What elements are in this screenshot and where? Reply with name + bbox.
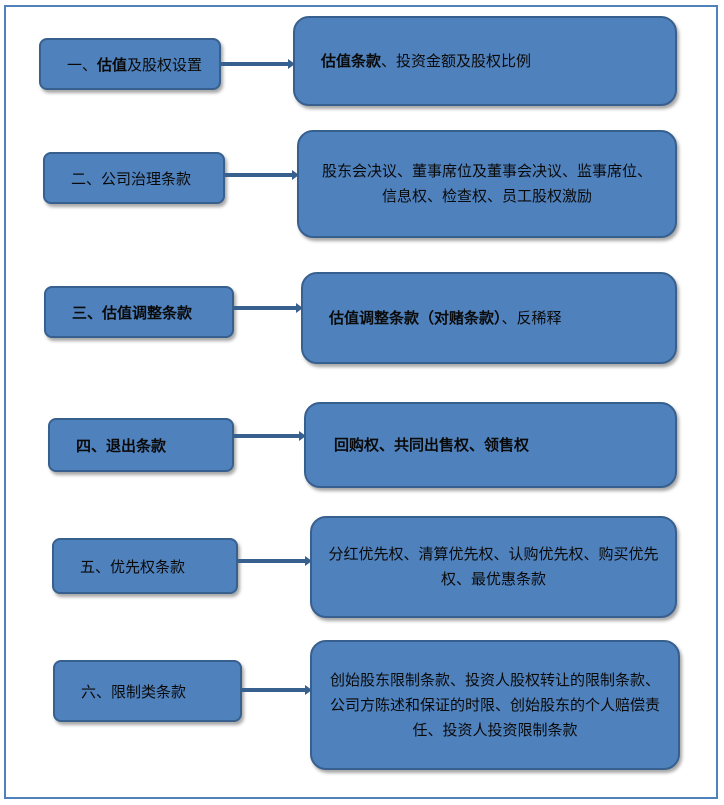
section-5-label-box: 五、优先权条款 (52, 538, 238, 594)
section-1-label-bold: 估值 (97, 55, 128, 74)
section-2-detail-box: 股东会决议、董事席位及董事会决议、监事席位、信息权、检查权、员工股权激励 (297, 130, 677, 238)
section-3-detail-rest: 、反稀释 (501, 308, 562, 327)
section-6-detail: 创始股东限制条款、投资人股权转让的限制条款、公司方陈述和保证的时限、创始股东的个… (329, 670, 660, 739)
section-1-detail-box: 估值条款、投资金额及股权比例 (293, 16, 677, 106)
section-1-detail-rest: 、投资金额及股权比例 (381, 51, 532, 70)
section-6-detail-box: 创始股东限制条款、投资人股权转让的限制条款、公司方陈述和保证的时限、创始股东的个… (310, 640, 680, 770)
section-1-label-rest: 及股权设置 (127, 55, 203, 74)
section-2-label: 二、公司治理条款 (71, 169, 192, 188)
section-3-arrow (234, 303, 303, 313)
section-2-detail: 股东会决议、董事席位及董事会决议、监事席位、信息权、检查权、员工股权激励 (321, 162, 652, 205)
section-1-detail-bold: 估值条款 (321, 51, 382, 70)
section-5-detail: 分红优先权、清算优先权、认购优先权、购买优先权、最优惠条款 (328, 545, 659, 588)
section-4-label-box: 四、退出条款 (48, 418, 234, 472)
section-1-label-prefix: 一、 (67, 55, 98, 74)
section-4-label: 四、退出条款 (76, 436, 167, 455)
section-4-detail: 回购权、共同出售权、领售权 (334, 435, 530, 454)
section-3-detail-box: 估值调整条款（对赌条款）、反稀释 (301, 272, 677, 364)
section-1-arrow (221, 59, 295, 69)
section-4-arrow (234, 431, 306, 441)
section-4-detail-box: 回购权、共同出售权、领售权 (304, 402, 677, 488)
section-5-detail-box: 分红优先权、清算优先权、认购优先权、购买优先权、最优惠条款 (310, 516, 677, 618)
section-3-detail-bold: 估值调整条款（对赌条款） (329, 308, 502, 327)
section-5-label: 五、优先权条款 (80, 557, 186, 576)
section-3-label: 三、估值调整条款 (72, 303, 193, 322)
section-2-label-box: 二、公司治理条款 (43, 152, 225, 204)
section-6-label-box: 六、限制类条款 (53, 660, 242, 722)
section-1-label-box: 一、估值及股权设置 (39, 38, 221, 90)
section-3-label-box: 三、估值调整条款 (44, 286, 234, 338)
section-6-arrow (242, 685, 312, 695)
section-6-label: 六、限制类条款 (81, 682, 187, 701)
section-5-arrow (238, 556, 312, 566)
section-2-arrow (225, 170, 299, 180)
